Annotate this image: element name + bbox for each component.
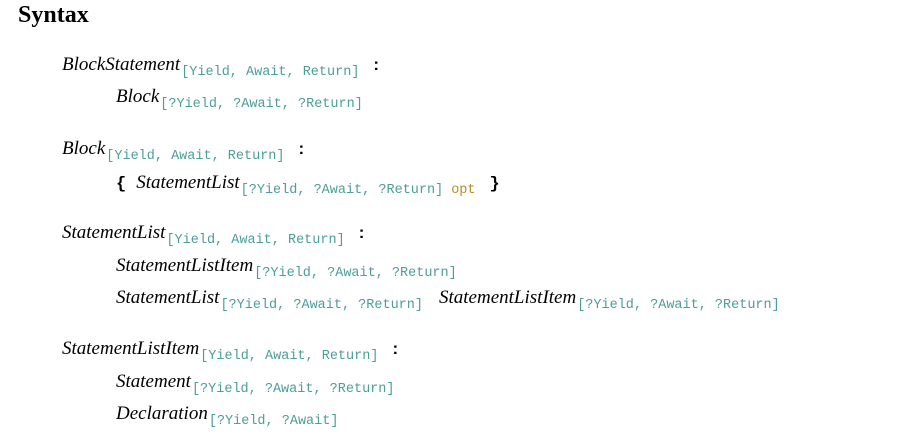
nonterminal: StatementList — [116, 287, 220, 308]
nonterminal: Declaration — [116, 403, 208, 424]
optional-marker: opt — [451, 183, 476, 198]
nonterminal: BlockStatement — [62, 54, 181, 75]
production-lhs: BlockStatement[Yield, Await, Return]: — [62, 54, 379, 84]
nonterminal: StatementListItem — [62, 338, 200, 359]
parameters: [?Yield, ?Await, ?Return] — [220, 298, 423, 313]
nonterminal: Statement — [116, 371, 191, 392]
colon: : — [373, 55, 380, 74]
nonterminal: Block — [62, 138, 106, 159]
production-rhs: Block[?Yield, ?Await, ?Return] — [116, 86, 363, 116]
nonterminal: StatementList — [136, 172, 240, 193]
parameters: [?Yield, ?Await, ?Return] — [577, 298, 780, 313]
parameters: [?Yield, ?Await, ?Return] — [160, 97, 363, 112]
syntax-heading: Syntax — [18, 2, 89, 28]
production-lhs: StatementList[Yield, Await, Return]: — [62, 222, 364, 252]
production-rhs: StatementListItem[?Yield, ?Await, ?Retur… — [116, 255, 457, 285]
production-rhs: Declaration[?Yield, ?Await] — [116, 403, 338, 433]
production-rhs: Statement[?Yield, ?Await, ?Return] — [116, 371, 394, 401]
nonterminal: StatementListItem — [439, 287, 577, 308]
open-brace-terminal: { — [116, 175, 127, 194]
parameters: [?Yield, ?Await, ?Return] — [191, 382, 395, 397]
parameters: [?Yield, ?Await, ?Return] — [254, 266, 457, 281]
parameters: [Yield, Await, Return] — [181, 65, 360, 80]
parameters: [Yield, Await, Return] — [200, 349, 379, 364]
nonterminal: StatementList — [62, 222, 166, 243]
parameters: [Yield, Await, Return] — [106, 149, 285, 164]
colon: : — [358, 223, 365, 242]
parameters: [Yield, Await, Return] — [166, 233, 345, 248]
nonterminal: StatementListItem — [116, 255, 254, 276]
production-rhs: { StatementList[?Yield, ?Await, ?Return] o… — [116, 172, 500, 202]
production-rhs: StatementList[?Yield, ?Await, ?Return]St… — [116, 287, 780, 317]
close-brace-terminal: } — [489, 175, 500, 194]
parameters: [?Yield, ?Await] — [208, 414, 339, 429]
parameters: [?Yield, ?Await, ?Return] — [240, 183, 444, 198]
colon: : — [298, 139, 305, 158]
nonterminal: Block — [116, 86, 160, 107]
production-lhs: Block[Yield, Await, Return]: — [62, 138, 304, 168]
production-lhs: StatementListItem[Yield, Await, Return]: — [62, 338, 398, 368]
colon: : — [392, 339, 399, 358]
